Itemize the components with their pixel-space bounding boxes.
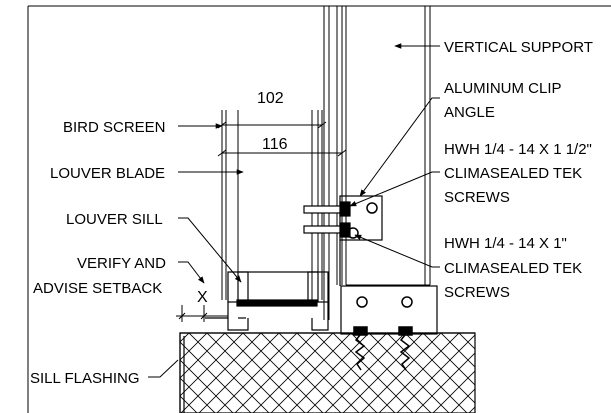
label-hwh1-1: HWH 1/4 - 14 X 1 1/2" <box>444 141 592 158</box>
dimension-102: 102 <box>257 90 284 107</box>
louver-frame <box>221 110 323 300</box>
label-aluminum-clip-1: ALUMINUM CLIP <box>444 80 562 97</box>
aluminum-clip-angle <box>339 195 438 335</box>
label-hwh1-3: SCREWS <box>444 189 510 206</box>
dimension-x: X <box>197 289 208 306</box>
label-verify-2: ADVISE SETBACK <box>33 280 162 297</box>
vertical-support <box>323 6 431 320</box>
leader-lines <box>148 43 440 378</box>
label-verify-1: VERIFY AND <box>77 255 166 272</box>
label-hwh2-1: HWH 1/4 - 14 X 1" <box>444 235 567 252</box>
label-hwh2-2: CLIMASEALED TEK <box>444 260 582 277</box>
sill-flashing <box>179 332 475 413</box>
drawing-border <box>27 5 611 413</box>
label-aluminum-clip-2: ANGLE <box>444 104 495 121</box>
anchor-screws <box>353 326 413 371</box>
label-bird-screen: BIRD SCREEN <box>63 119 166 136</box>
dimension-116: 116 <box>262 136 288 153</box>
label-vertical-support: VERTICAL SUPPORT <box>444 39 593 56</box>
label-sill-flashing: SILL FLASHING <box>30 370 139 387</box>
label-louver-sill: LOUVER SILL <box>66 211 163 228</box>
horizontal-screws <box>303 201 351 238</box>
louver-sill <box>205 271 329 331</box>
label-hwh2-3: SCREWS <box>444 284 510 301</box>
label-louver-blade: LOUVER BLADE <box>50 165 165 182</box>
bolt-holes <box>347 202 413 308</box>
label-hwh1-2: CLIMASEALED TEK <box>444 165 582 182</box>
concrete-base <box>179 332 476 413</box>
dimension-lines <box>176 121 347 322</box>
